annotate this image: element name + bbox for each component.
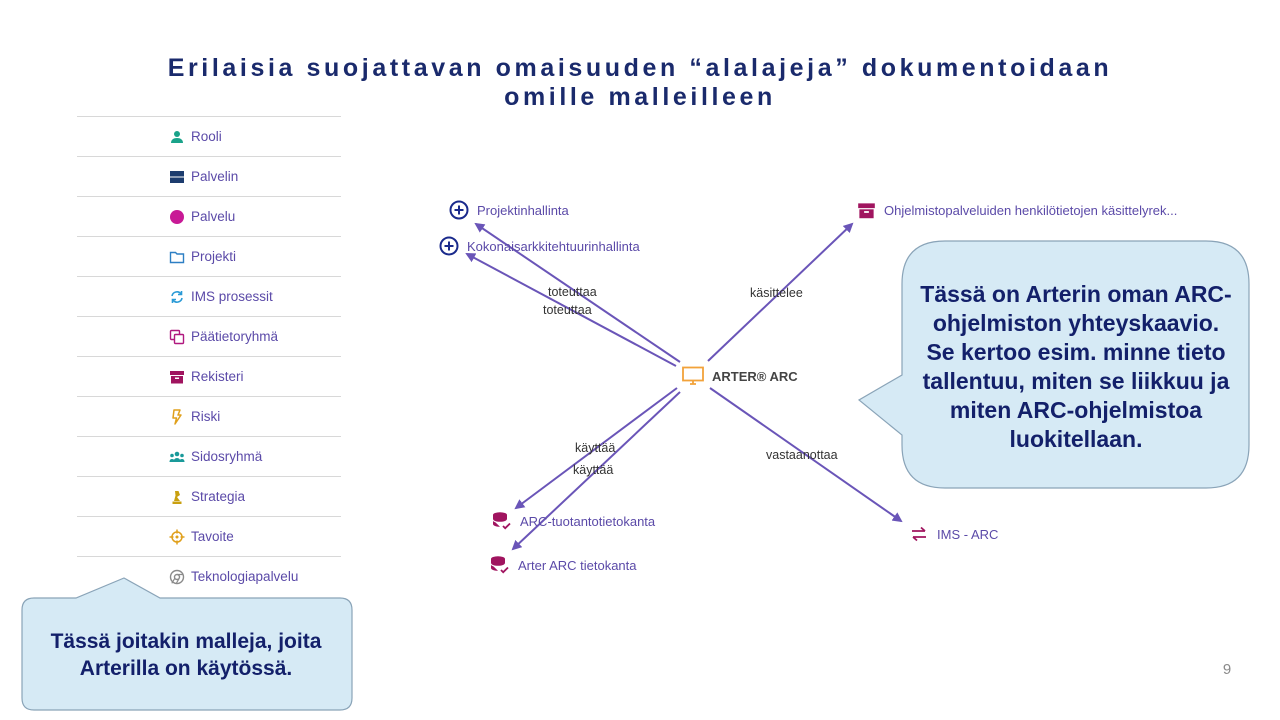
node-arter-arc[interactable]: ARTER® ARC bbox=[682, 366, 798, 386]
server-icon bbox=[169, 169, 185, 185]
edge-label-kayttaa: käyttää bbox=[575, 441, 616, 455]
model-item-sidosryhma[interactable]: Sidosryhmä bbox=[77, 436, 341, 476]
slide-title-line-1: Erilaisia suojattavan omaisuuden “alalaj… bbox=[167, 54, 1113, 82]
model-item-rooli[interactable]: Rooli bbox=[77, 116, 341, 156]
node-label: IMS - ARC bbox=[937, 526, 999, 542]
archive-icon bbox=[169, 369, 185, 385]
refresh-icon bbox=[169, 289, 185, 305]
node-kokonaisarkkitehtuurinhallinta[interactable]: Kokonaisarkkitehtuurinhallinta bbox=[439, 236, 640, 256]
lightning-icon bbox=[169, 408, 185, 425]
exchange-icon bbox=[912, 526, 926, 542]
model-item-label: Palvelu bbox=[191, 209, 236, 224]
model-item-label: Strategia bbox=[191, 489, 246, 504]
node-ims-arc[interactable]: IMS - ARC bbox=[909, 525, 998, 543]
node-kasittelyrekisteri[interactable]: Ohjelmistopalveluiden henkilötietojen kä… bbox=[857, 201, 1177, 220]
node-label: Projektinhallinta bbox=[477, 202, 569, 218]
node-arc-tuotantotietokanta[interactable]: ARC-tuotantotietokanta bbox=[492, 511, 655, 531]
plus-circle-icon bbox=[439, 236, 459, 256]
model-item-riski[interactable]: Riski bbox=[77, 396, 341, 436]
model-item-label: Projekti bbox=[191, 249, 237, 264]
edge-label-kasittelee: käsittelee bbox=[750, 286, 803, 300]
model-item-ims-prosessit[interactable]: IMS prosessit bbox=[77, 276, 341, 316]
plus-circle-icon bbox=[449, 200, 469, 220]
slide-title-line-2: omille malleilleen bbox=[504, 83, 776, 111]
node-label: Arter ARC tietokanta bbox=[518, 557, 637, 573]
edge-toteuttaa-projektinhallinta bbox=[474, 222, 681, 363]
edge-toteuttaa-kokonaisarkkitehtuurinhallinta bbox=[465, 253, 677, 367]
model-item-palvelin[interactable]: Palvelin bbox=[77, 156, 341, 196]
node-label: ARC-tuotantotietokanta bbox=[520, 513, 656, 529]
edge-vastaanottaa bbox=[709, 387, 903, 523]
edge-kayttaa-arter-arc-tietokanta bbox=[511, 391, 681, 551]
target-icon bbox=[169, 529, 185, 545]
model-item-label: Tavoite bbox=[191, 529, 234, 544]
model-item-rekisteri[interactable]: Rekisteri bbox=[77, 356, 341, 396]
edge-kasittelee bbox=[707, 222, 854, 362]
model-item-tavoite[interactable]: Tavoite bbox=[77, 516, 341, 556]
copy-icon bbox=[169, 329, 185, 345]
database-icon bbox=[490, 556, 509, 574]
model-item-palvelu[interactable]: Palvelu bbox=[77, 196, 341, 236]
node-arter-arc-tietokanta[interactable]: Arter ARC tietokanta bbox=[490, 555, 637, 575]
model-item-strategia[interactable]: Strategia bbox=[77, 476, 341, 516]
model-item-label: Päätietoryhmä bbox=[191, 329, 279, 344]
model-item-projekti[interactable]: Projekti bbox=[77, 236, 341, 276]
folder-icon bbox=[169, 249, 185, 265]
edge-label-kayttaa: käyttää bbox=[573, 463, 614, 477]
chess-icon bbox=[169, 489, 185, 505]
slide-title: Erilaisia suojattavan omaisuuden “alalaj… bbox=[100, 54, 1180, 112]
edge-label-toteuttaa: toteuttaa bbox=[543, 303, 592, 317]
edge-label-toteuttaa: toteuttaa bbox=[548, 285, 597, 299]
model-item-label: Palvelin bbox=[191, 169, 239, 184]
edge-kayttaa-arc-tuotantotietokanta bbox=[514, 387, 678, 510]
callout-text: Tässä on Arterin oman ARC-ohjelmiston yh… bbox=[920, 281, 1232, 452]
node-label: Ohjelmistopalveluiden henkilötietojen kä… bbox=[884, 203, 1178, 218]
model-item-label: IMS prosessit bbox=[191, 289, 273, 304]
model-item-paatietoryhma[interactable]: Päätietoryhmä bbox=[77, 316, 341, 356]
node-label: Kokonaisarkkitehtuurinhallinta bbox=[467, 238, 640, 254]
model-item-label: Rekisteri bbox=[191, 369, 244, 384]
person-icon bbox=[169, 129, 185, 145]
model-item-label: Sidosryhmä bbox=[191, 449, 263, 464]
edge-label-vastaanottaa: vastaanottaa bbox=[766, 448, 838, 462]
circle-icon bbox=[169, 209, 185, 225]
model-item-label: Riski bbox=[191, 409, 221, 424]
archive-icon bbox=[858, 203, 875, 219]
page-number: 9 bbox=[1222, 661, 1232, 678]
node-projektinhallinta[interactable]: Projektinhallinta bbox=[449, 200, 569, 220]
monitor-icon bbox=[682, 366, 704, 385]
callout-text: Tässä joitakin malleja, joita Arterilla … bbox=[50, 630, 322, 680]
node-label: ARTER® ARC bbox=[712, 368, 798, 384]
model-item-label: Rooli bbox=[191, 129, 222, 144]
group-icon bbox=[169, 449, 185, 465]
database-icon bbox=[492, 512, 511, 530]
